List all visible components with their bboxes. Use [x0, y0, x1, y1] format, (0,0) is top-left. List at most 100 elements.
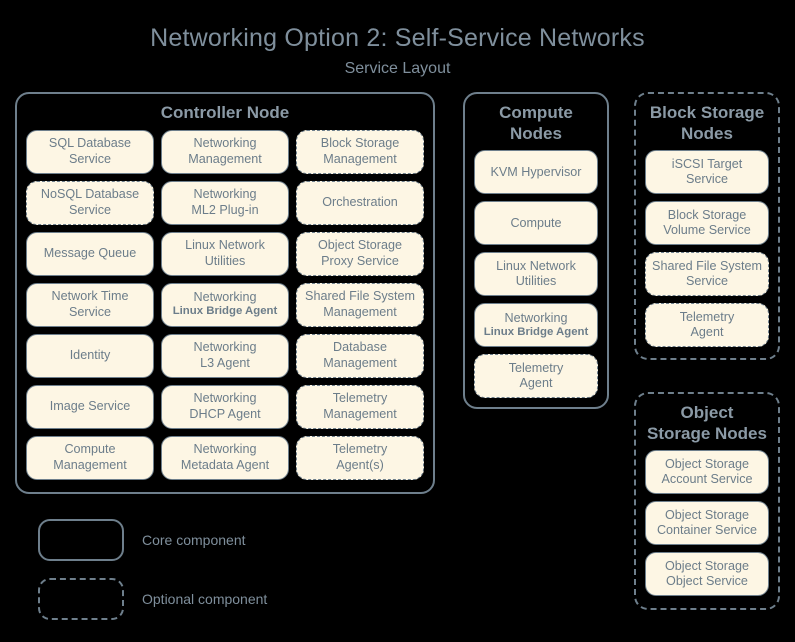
compute-service-label-line1: Compute	[510, 215, 562, 230]
controller-service-label-line1: Network Time	[51, 289, 129, 304]
controller-service-label-line1: Linux Network	[185, 238, 265, 253]
compute-service-label-line1: KVM Hypervisor	[490, 164, 582, 179]
object-storage-service-label-line1: Object Storage	[664, 508, 749, 523]
block-storage-nodes-title: Block Storage Nodes	[636, 94, 778, 150]
controller-service-label-line2: Proxy Service	[321, 253, 399, 268]
block-storage-service-label-line2: Volume Service	[663, 223, 751, 238]
controller-service-label-line2: DHCP Agent	[189, 406, 261, 421]
object-storage-service-label-line2: Container Service	[656, 523, 758, 538]
controller-service-box: Image Service	[26, 384, 154, 429]
controller-service-box: Identity	[26, 333, 154, 378]
controller-service-label-line2: Management	[323, 151, 397, 166]
controller-service-label-line2: L3 Agent	[200, 355, 250, 370]
controller-node-title: Controller Node	[160, 103, 290, 122]
compute-service-label-line1: Linux Network	[496, 259, 576, 274]
legend-core-swatch	[38, 519, 124, 561]
compute-nodes-title: Compute Nodes	[465, 94, 607, 150]
object-storage-service-label-line2: Account Service	[661, 472, 753, 487]
block-storage-service-label-line1: Block Storage	[667, 208, 747, 223]
controller-service-label-line1: Networking	[193, 442, 257, 457]
legend-optional-component: Optional component	[38, 578, 267, 620]
compute-service-box: Compute	[474, 201, 598, 246]
controller-service-label-line1: Telemetry	[332, 442, 388, 457]
object-storage-service-label-line2: Object Service	[666, 574, 748, 589]
compute-service-label-line1: Telemetry	[508, 361, 564, 376]
controller-service-label-line1: Networking	[193, 391, 257, 406]
legend-optional-swatch	[38, 578, 124, 620]
controller-service-label-line1: Message Queue	[43, 246, 137, 261]
controller-service-label-line1: Telemetry	[332, 391, 388, 406]
page-title: Networking Option 2: Self-Service Networ…	[150, 24, 645, 52]
compute-nodes-title-line2: Nodes	[510, 123, 562, 143]
controller-service-label-line2: Utilities	[204, 253, 246, 268]
controller-service-label-line2: Agent(s)	[336, 457, 384, 472]
object-storage-service-label-line1: Object Storage	[664, 457, 749, 472]
controller-service-label-line2: Service	[69, 304, 111, 319]
block-storage-service-label-line1: Telemetry	[679, 310, 735, 325]
controller-service-label-line2: ML2 Plug-in	[191, 202, 259, 217]
controller-service-label-line1: Image Service	[49, 399, 131, 414]
controller-service-label-line1: Networking	[193, 290, 257, 305]
controller-service-label-line2: Management	[323, 406, 397, 421]
controller-service-label-line1: Object Storage	[317, 238, 402, 253]
controller-service-label-line2: Service	[69, 202, 111, 217]
controller-service-label-line1: Identity	[69, 348, 111, 363]
legend-optional-label: Optional component	[142, 591, 268, 607]
compute-service-label-line2: Linux Bridge Agent	[483, 326, 589, 339]
compute-nodes-title-line1: Compute	[499, 103, 573, 122]
controller-service-label-line1: Database	[333, 340, 387, 355]
block-storage-service-label-line2: Service	[686, 172, 728, 187]
controller-service-label-line1: Networking	[193, 187, 257, 202]
block-storage-title-line2: Nodes	[681, 123, 733, 143]
compute-service-box: KVM Hypervisor	[474, 150, 598, 195]
object-storage-title-line2: Storage Nodes	[647, 423, 767, 443]
legend-core-component: Core component	[38, 519, 246, 561]
block-storage-title-line1: Block Storage	[649, 103, 765, 122]
controller-service-label-line2: Management	[323, 355, 397, 370]
compute-service-label-line2: Utilities	[515, 274, 557, 289]
controller-service-label-line2: Management	[323, 304, 397, 319]
object-storage-title-line1: Object	[680, 403, 734, 422]
controller-service-label-line1: Networking	[193, 340, 257, 355]
controller-service-label-line2: Metadata Agent	[180, 457, 270, 472]
controller-service-label-line1: SQL Database	[48, 136, 132, 151]
block-storage-service-label-line1: Shared File System	[652, 259, 762, 274]
page-subtitle: Service Layout	[344, 60, 451, 77]
compute-service-label-line2: Agent	[519, 376, 553, 391]
legend-core-label: Core component	[142, 532, 246, 548]
controller-service-label-line2: Service	[69, 151, 111, 166]
controller-service-box: Orchestration	[296, 180, 424, 225]
controller-service-label-line2: Management	[53, 457, 127, 472]
controller-service-label-line2: Management	[188, 151, 262, 166]
controller-service-label-line1: Shared File System	[305, 289, 415, 304]
